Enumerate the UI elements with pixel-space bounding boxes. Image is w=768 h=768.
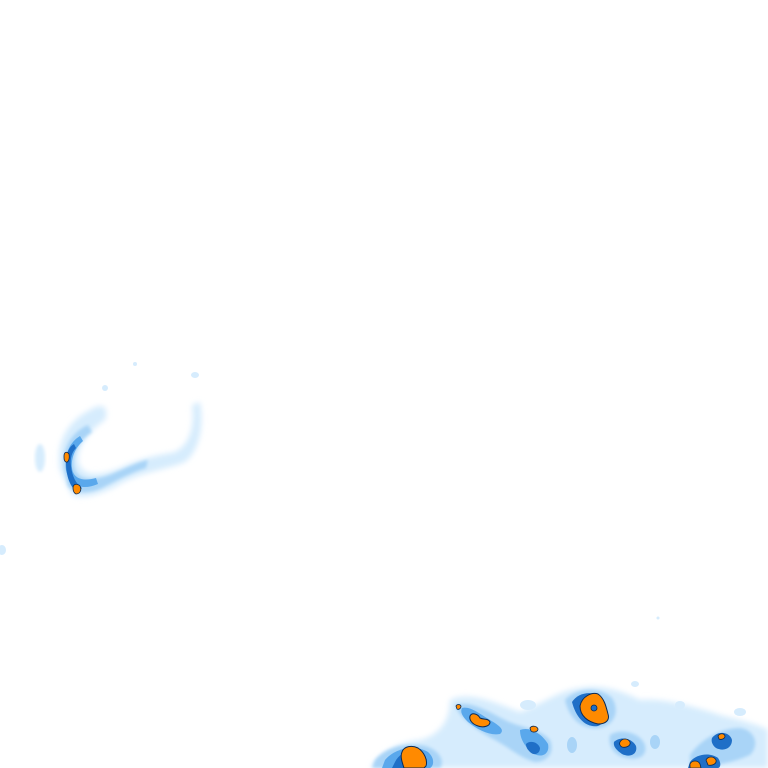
precip-speck-se-c — [656, 616, 660, 620]
precip-heavy-se-small-e — [705, 756, 717, 766]
precip-heavy-se-small-b — [619, 738, 631, 748]
precip-strong-se-c — [711, 732, 732, 750]
precip-speck-se-e — [567, 737, 577, 753]
precip-cell-west-arc — [0, 362, 202, 555]
precip-very-light-speck-d — [102, 385, 108, 391]
precip-strong-west — [66, 444, 82, 492]
precip-very-light-speck-e — [0, 545, 6, 555]
precip-speck-se-d — [650, 735, 660, 749]
precip-heavy-se-large-hole — [590, 704, 598, 712]
precip-speck-se-g — [734, 708, 746, 716]
precip-speck-se-b — [675, 701, 685, 709]
precip-very-light-speck-c — [133, 362, 137, 366]
precip-very-light-west — [59, 402, 202, 497]
precip-heavy-se-mid — [469, 713, 491, 728]
precip-heavy-west-a — [63, 451, 70, 463]
precip-heavy-se-small-c — [717, 733, 726, 740]
precip-speck-se-f — [520, 700, 536, 710]
precip-heavy-west-b — [72, 483, 82, 495]
precip-strong-se-f — [526, 741, 540, 755]
precip-moderate-se-b — [520, 728, 549, 756]
precip-speck-se-a — [631, 681, 639, 687]
precip-heavy-se-small-f — [455, 704, 462, 710]
precip-cell-southeast — [370, 616, 768, 768]
precip-heavy-se-small-d — [689, 760, 702, 768]
precip-very-light-speck-b — [191, 372, 199, 378]
precip-very-light-speck-a — [35, 444, 45, 472]
precip-heavy-se-left — [400, 745, 427, 768]
precip-heavy-se-small-a — [529, 725, 539, 733]
